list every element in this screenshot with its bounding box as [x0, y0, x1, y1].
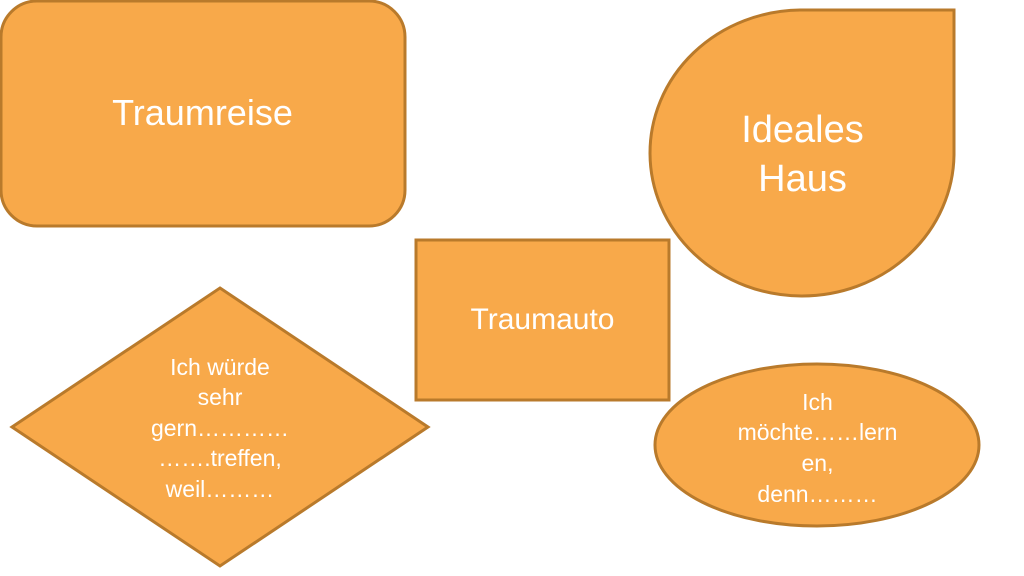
- wuerde-label: Ich würde sehr gern………… …….treffen, weil…: [150, 353, 290, 502]
- traumauto-rectangle: [414, 238, 671, 402]
- traumreise-rounded-rectangle: [0, 0, 407, 228]
- moechte-label: Ich möchte……lern en, denn………: [737, 388, 898, 507]
- ideales-haus-teardrop: [648, 8, 956, 298]
- wuerde-diamond: [9, 286, 431, 568]
- moechte-ellipse: [653, 362, 981, 528]
- ideales-haus-label: Ideales Haus: [741, 108, 864, 200]
- traumreise-label: Traumreise: [112, 91, 293, 133]
- traumauto-label: Traumauto: [470, 303, 615, 337]
